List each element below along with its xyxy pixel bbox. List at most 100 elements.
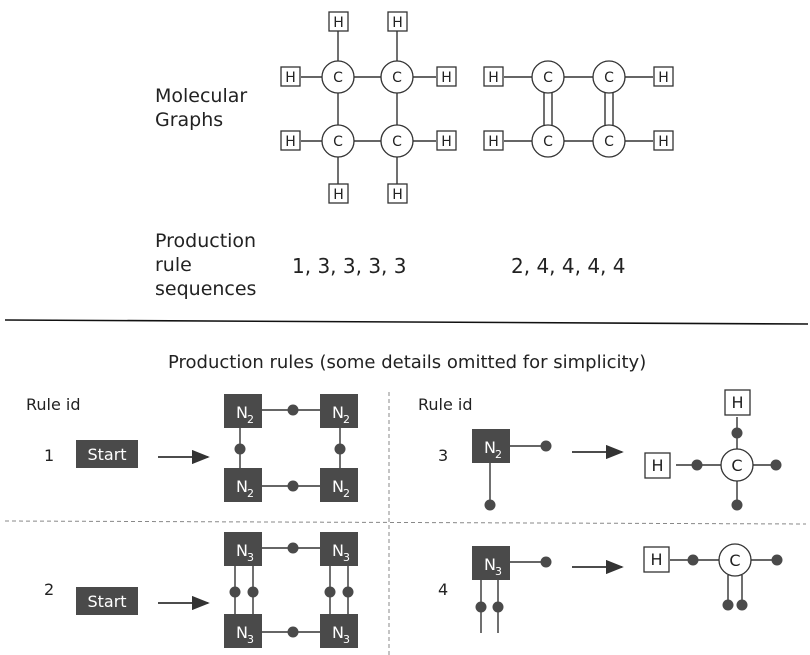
hydrogen-atom: H <box>436 66 457 87</box>
hydrogen-atom: H <box>436 130 457 151</box>
atom-label: H <box>488 134 499 150</box>
rule-id-2: 2 <box>44 580 55 599</box>
carbon-atom: C <box>592 60 626 94</box>
rule-id-1: 1 <box>44 446 55 465</box>
atom-label: C <box>543 70 553 86</box>
rule-id-3: 3 <box>438 446 449 465</box>
svg-text:N: N <box>236 541 248 560</box>
carbon-atom: C <box>720 448 754 482</box>
bond-dot <box>484 499 496 511</box>
bond-dot <box>247 586 259 598</box>
svg-text:3: 3 <box>495 565 502 578</box>
bond-dot <box>771 554 783 566</box>
bond-dot <box>687 554 699 566</box>
bond-dot <box>691 459 703 471</box>
bond-dot <box>540 556 552 568</box>
svg-text:C: C <box>729 551 740 570</box>
molecular-graphs-label: Molecular Graphs <box>155 84 247 132</box>
dashed-divider-horizontal <box>4 520 807 525</box>
carbon-atom: C <box>321 124 355 158</box>
svg-text:2: 2 <box>495 448 502 461</box>
hydrogen-atom: H <box>653 66 674 87</box>
hydrogen-atom: H <box>483 130 504 151</box>
bond-dot <box>229 586 241 598</box>
svg-text:N: N <box>332 403 344 422</box>
hydrogen-atom: H <box>387 183 408 204</box>
svg-text:N: N <box>236 403 248 422</box>
atom-label: H <box>488 70 499 86</box>
svg-text:2: 2 <box>247 487 254 500</box>
atom-label: H <box>333 187 344 203</box>
carbon-atom: C <box>718 543 752 577</box>
atom-label: H <box>285 134 296 150</box>
bond-dot <box>342 586 354 598</box>
hydrogen-atom: H <box>280 130 301 151</box>
bond-dot <box>475 601 487 613</box>
bond-dot <box>324 586 336 598</box>
svg-text:N: N <box>236 477 248 496</box>
svg-text:N: N <box>484 438 496 457</box>
svg-text:H: H <box>651 456 663 475</box>
bond-dot <box>334 443 346 455</box>
atom-label: C <box>604 134 614 150</box>
carbon-atom: C <box>380 124 414 158</box>
carbon-atom: C <box>531 60 565 94</box>
bond-dot <box>736 599 748 611</box>
carbon-atom: C <box>531 124 565 158</box>
bond-dot <box>287 404 299 416</box>
svg-text:3: 3 <box>343 551 350 564</box>
hydrogen-atom: H <box>328 183 349 204</box>
bond-dot <box>287 480 299 492</box>
molecular-graphs-label-line1: Molecular <box>155 85 248 107</box>
bond-dot <box>731 499 743 511</box>
atom-label: H <box>658 134 669 150</box>
production-rule-label-line3: sequences <box>155 278 257 300</box>
hydrogen-atom: H <box>483 66 504 87</box>
atom-label: H <box>441 134 452 150</box>
svg-text:N: N <box>484 555 496 574</box>
svg-text:N: N <box>332 477 344 496</box>
atom-label: C <box>333 70 343 86</box>
atom-label: H <box>392 187 403 203</box>
bond-dot <box>540 440 552 452</box>
molecule-1-atoms: H H H H C C H H C C H H <box>280 11 457 204</box>
production-rule-label-line2: rule <box>155 254 192 276</box>
carbon-atom: C <box>321 60 355 94</box>
sequence-left: 1, 3, 3, 3, 3 <box>292 254 407 278</box>
atom-label: C <box>392 70 402 86</box>
svg-text:3: 3 <box>247 551 254 564</box>
start-label: Start <box>87 592 126 611</box>
molecular-graphs-label-line2: Graphs <box>155 109 224 131</box>
hydrogen-atom: H <box>653 130 674 151</box>
bond-dot <box>722 599 734 611</box>
rules-section-title: Production rules (some details omitted f… <box>168 352 647 373</box>
svg-text:N: N <box>332 541 344 560</box>
hydrogen-atom: H <box>280 66 301 87</box>
atom-label: H <box>392 15 403 31</box>
bond-dot <box>731 427 743 439</box>
atom-label: H <box>441 70 452 86</box>
rule-id-4: 4 <box>438 580 449 599</box>
hydrogen-atom: H <box>643 546 670 573</box>
svg-text:2: 2 <box>247 413 254 426</box>
carbon-atom: C <box>592 124 626 158</box>
molecule-1 <box>301 30 436 184</box>
svg-text:C: C <box>731 456 742 475</box>
svg-text:N: N <box>332 623 344 642</box>
atom-label: C <box>392 134 402 150</box>
svg-text:3: 3 <box>247 633 254 646</box>
atom-label: H <box>285 70 296 86</box>
bond-dot <box>287 542 299 554</box>
svg-text:H: H <box>650 550 662 569</box>
rule-id-label-left: Rule id <box>26 395 81 414</box>
hydrogen-atom: H <box>387 11 408 32</box>
